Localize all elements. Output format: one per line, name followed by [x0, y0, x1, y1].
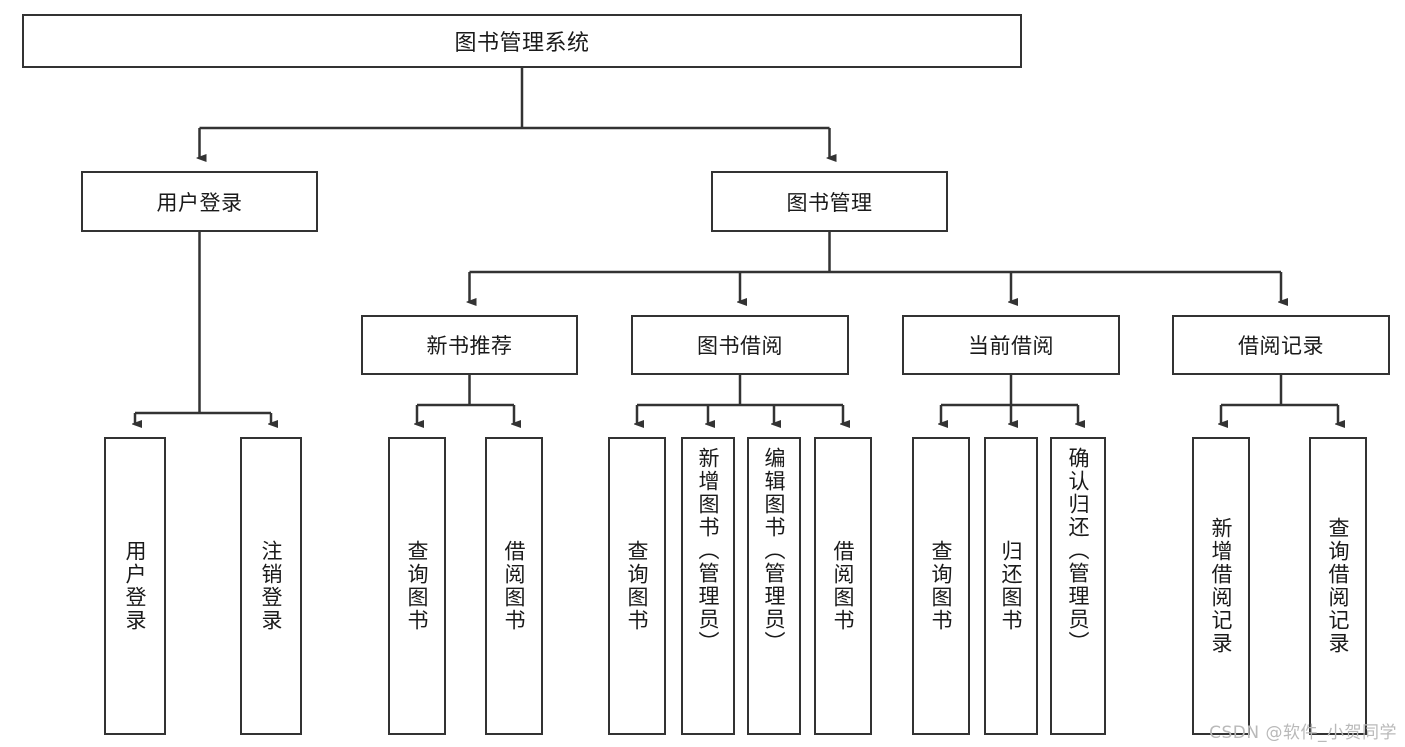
- node-leaf-add-borrow-record-label: 新增借阅记录: [1209, 517, 1234, 655]
- node-leaf-add-borrow-record[interactable]: 新增借阅记录: [1192, 437, 1250, 735]
- node-borrow-record-label: 借阅记录: [1238, 334, 1324, 358]
- node-leaf-query-book-2[interactable]: 查询图书: [608, 437, 666, 735]
- node-book-manage-label: 图书管理: [786, 190, 873, 215]
- node-leaf-query-book-3-label: 查询图书: [929, 540, 954, 632]
- node-leaf-query-book-3[interactable]: 查询图书: [912, 437, 970, 735]
- node-leaf-return-book[interactable]: 归还图书: [984, 437, 1038, 735]
- node-leaf-query-borrow-record-label: 查询借阅记录: [1326, 517, 1351, 655]
- node-leaf-return-book-label: 归还图书: [999, 540, 1024, 632]
- node-root[interactable]: 图书管理系统: [22, 14, 1022, 68]
- node-leaf-query-book-1-label: 查询图书: [405, 540, 430, 632]
- node-leaf-borrow-book-2[interactable]: 借阅图书: [814, 437, 872, 735]
- node-leaf-borrow-book-2-label: 借阅图书: [831, 540, 856, 632]
- node-leaf-borrow-book-1[interactable]: 借阅图书: [485, 437, 543, 735]
- watermark: CSDN @软件_小贺同学: [1209, 723, 1397, 743]
- node-current-borrow[interactable]: 当前借阅: [902, 315, 1120, 375]
- node-leaf-query-book-1[interactable]: 查询图书: [388, 437, 446, 735]
- node-leaf-query-book-2-label: 查询图书: [625, 540, 650, 632]
- node-current-borrow-label: 当前借阅: [968, 334, 1054, 358]
- node-leaf-add-book-admin[interactable]: 新增图书（管理员）: [681, 437, 735, 735]
- node-book-manage[interactable]: 图书管理: [711, 171, 948, 232]
- node-new-book-recommend[interactable]: 新书推荐: [361, 315, 578, 375]
- node-borrow-record[interactable]: 借阅记录: [1172, 315, 1390, 375]
- node-leaf-edit-book-admin[interactable]: 编辑图书（管理员）: [747, 437, 801, 735]
- node-leaf-add-book-admin-label: 新增图书（管理员）: [696, 447, 721, 654]
- node-leaf-confirm-return-admin[interactable]: 确认归还（管理员）: [1050, 437, 1106, 735]
- node-leaf-edit-book-admin-label: 编辑图书（管理员）: [762, 447, 787, 654]
- node-leaf-user-login-label: 用户登录: [123, 540, 148, 632]
- node-leaf-logout-login[interactable]: 注销登录: [240, 437, 302, 735]
- node-new-book-recommend-label: 新书推荐: [426, 334, 513, 358]
- node-user-login[interactable]: 用户登录: [81, 171, 318, 232]
- node-leaf-borrow-book-1-label: 借阅图书: [502, 540, 527, 632]
- node-user-login-label: 用户登录: [156, 190, 243, 215]
- node-leaf-user-login[interactable]: 用户登录: [104, 437, 166, 735]
- node-book-borrow-label: 图书借阅: [697, 334, 783, 358]
- node-leaf-confirm-return-admin-label: 确认归还（管理员）: [1066, 447, 1091, 654]
- node-book-borrow[interactable]: 图书借阅: [631, 315, 849, 375]
- node-root-label: 图书管理系统: [454, 31, 590, 56]
- node-leaf-query-borrow-record[interactable]: 查询借阅记录: [1309, 437, 1367, 735]
- node-leaf-logout-login-label: 注销登录: [259, 540, 284, 632]
